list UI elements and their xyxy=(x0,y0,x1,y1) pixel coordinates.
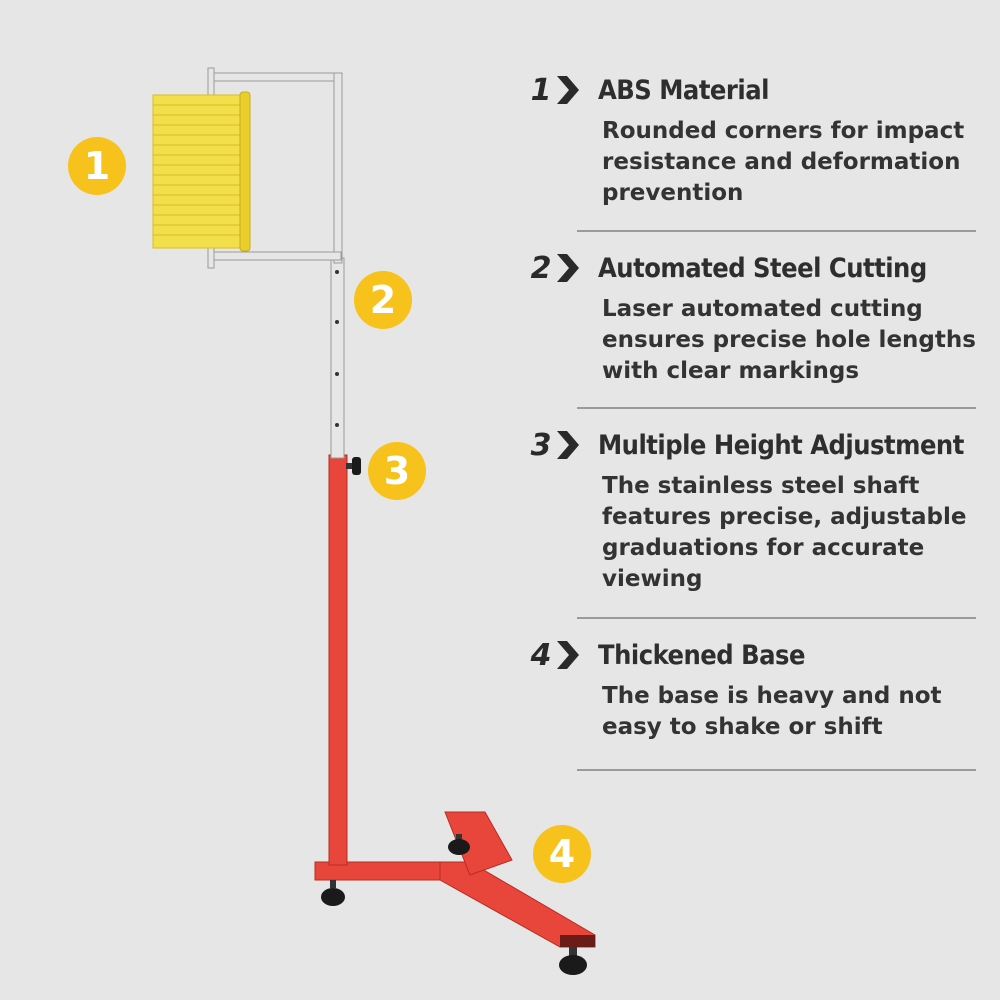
feature-heading: 2 Automated Steel Cutting xyxy=(528,248,978,288)
yellow-paddle xyxy=(152,91,251,252)
divider xyxy=(577,617,976,619)
divider xyxy=(577,769,976,771)
feature-title: Automated Steel Cutting xyxy=(598,252,927,284)
foot-front-right xyxy=(559,947,587,975)
feature-title: ABS Material xyxy=(598,74,769,106)
callout-badge-3: 3 xyxy=(368,442,426,500)
callout-badge-4: 4 xyxy=(533,825,591,883)
foot-front-left xyxy=(321,880,345,906)
steel-shaft xyxy=(330,257,345,459)
feature-heading: 4 Thickened Base xyxy=(528,635,978,675)
feature-thickened-base: 4 Thickened Base The base is heavy and n… xyxy=(528,635,978,743)
feature-description: The stainless steel shaft features preci… xyxy=(602,473,967,592)
feature-automated-steel-cutting: 2 Automated Steel Cutting Laser automate… xyxy=(528,248,978,387)
feature-heading: 3 Multiple Height Adjustment xyxy=(528,425,978,465)
feature-multiple-height-adjustment: 3 Multiple Height Adjustment The stainle… xyxy=(528,425,978,595)
red-pole xyxy=(328,454,348,866)
feature-number: 2 xyxy=(530,250,552,286)
callout-badge-1: 1 xyxy=(68,137,126,195)
feature-description: Laser automated cutting ensures precise … xyxy=(602,296,976,384)
chevron-right-icon xyxy=(557,76,579,104)
height-knob-icon xyxy=(346,457,361,475)
divider xyxy=(577,230,976,232)
shaft-holes xyxy=(335,270,339,427)
divider xyxy=(577,407,976,409)
feature-number: 1 xyxy=(530,72,552,108)
feature-number: 4 xyxy=(530,637,552,673)
feature-title: Thickened Base xyxy=(598,639,805,671)
foot-back xyxy=(448,834,470,855)
feature-number: 3 xyxy=(530,427,552,463)
stand-base xyxy=(314,811,596,975)
callout-badge-2: 2 xyxy=(354,271,412,329)
feature-description: The base is heavy and not easy to shake … xyxy=(602,683,942,740)
feature-heading: 1 ABS Material xyxy=(528,70,978,110)
chevron-right-icon xyxy=(557,254,579,282)
chevron-right-icon xyxy=(557,641,579,669)
feature-title: Multiple Height Adjustment xyxy=(598,429,964,461)
feature-description: Rounded corners for impact resistance an… xyxy=(602,118,965,206)
chevron-right-icon xyxy=(557,431,579,459)
feature-abs-material: 1 ABS Material Rounded corners for impac… xyxy=(528,70,978,209)
